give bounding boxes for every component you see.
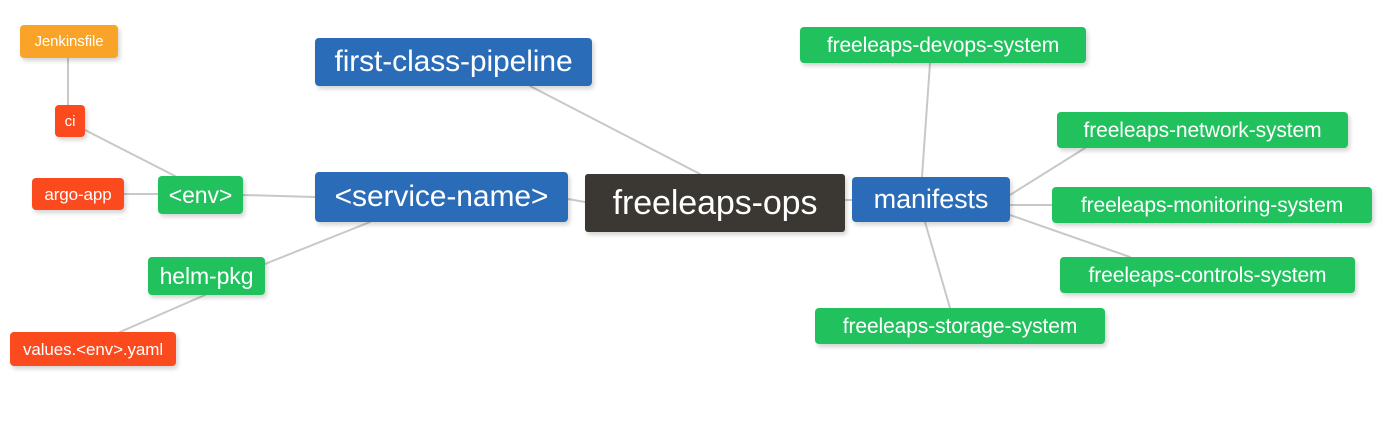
- edge-manifests-to-freeleaps-storage-system: [924, 221, 951, 309]
- node-values-env-yaml[interactable]: values.<env>.yaml: [10, 332, 176, 366]
- node-jenkinsfile[interactable]: Jenkinsfile: [20, 25, 118, 58]
- edge-env-to-ci: [84, 129, 176, 177]
- node-freeleaps-ops[interactable]: freeleaps-ops: [585, 174, 845, 232]
- node-freeleaps-controls-system[interactable]: freeleaps-controls-system: [1060, 257, 1355, 293]
- node-manifests[interactable]: manifests: [852, 177, 1010, 222]
- node-helm-pkg[interactable]: helm-pkg: [148, 257, 265, 295]
- node-freeleaps-storage-system[interactable]: freeleaps-storage-system: [815, 308, 1105, 344]
- node-service-name[interactable]: <service-name>: [315, 172, 568, 222]
- node-argo-app[interactable]: argo-app: [32, 178, 124, 210]
- edge-freeleaps-ops-to-service-name: [567, 198, 586, 203]
- node-freeleaps-devops-system[interactable]: freeleaps-devops-system: [800, 27, 1086, 63]
- node-freeleaps-network-system[interactable]: freeleaps-network-system: [1057, 112, 1348, 148]
- edge-manifests-to-freeleaps-devops-system: [921, 62, 931, 178]
- edge-service-name-to-helm-pkg: [264, 221, 371, 265]
- node-freeleaps-monitoring-system[interactable]: freeleaps-monitoring-system: [1052, 187, 1372, 223]
- node-ci[interactable]: ci: [55, 105, 85, 137]
- edge-helm-pkg-to-values-env-yaml: [119, 294, 206, 333]
- node-first-class-pipeline[interactable]: first-class-pipeline: [315, 38, 592, 86]
- node-env[interactable]: <env>: [158, 176, 243, 214]
- edge-freeleaps-ops-to-first-class-pipeline: [529, 85, 701, 175]
- edge-service-name-to-env: [242, 194, 316, 198]
